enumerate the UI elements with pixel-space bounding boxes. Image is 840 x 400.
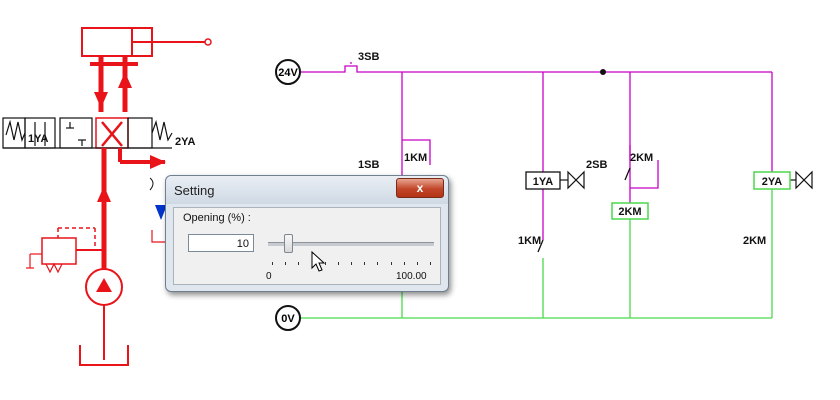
supply-node-24v[interactable]: 24V (275, 59, 301, 85)
slider-tick (298, 262, 299, 265)
opening-value-input[interactable]: 10 (188, 234, 254, 252)
slider-thumb[interactable] (284, 234, 293, 253)
label-1km-bottom: 1KM (518, 235, 541, 247)
label-2sb: 2SB (586, 159, 607, 171)
slider-tick (338, 262, 339, 265)
slider-tick (377, 262, 378, 265)
slider-tick (404, 262, 405, 265)
hydraulic-pressure-lines (26, 148, 166, 366)
junction-dot (600, 69, 606, 75)
svg-text:24V: 24V (278, 67, 298, 79)
coil-2ya[interactable]: 2YA (753, 171, 791, 190)
dialog-title: Setting (174, 183, 215, 198)
label-1sb: 1SB (358, 159, 379, 171)
svg-text:2YA: 2YA (762, 176, 782, 188)
solenoid-label-1ya: 1YA (28, 133, 48, 145)
label-2km-bottom: 2KM (743, 235, 766, 247)
flow-arrow-icon (155, 205, 167, 220)
slider-max-label: 100.00 (396, 271, 427, 282)
slider-tick (325, 262, 326, 265)
solenoid-label-2ya: 2YA (175, 136, 195, 148)
slider-tick (417, 262, 418, 265)
label-3sb: 3SB (358, 51, 379, 63)
close-icon: x (416, 181, 424, 195)
label-1km-top: 1KM (404, 152, 427, 164)
slider-tick (430, 262, 431, 265)
slider-tick (272, 262, 273, 265)
directional-valve[interactable] (2, 117, 173, 149)
slider-tick (351, 262, 352, 265)
close-button[interactable]: x (396, 178, 444, 198)
dialog-titlebar[interactable]: Setting x (166, 176, 448, 204)
svg-text:0V: 0V (281, 313, 295, 325)
coil-1ya[interactable]: 1YA (525, 171, 561, 190)
svg-text:1YA: 1YA (533, 176, 553, 188)
slider-min-label: 0 (266, 271, 272, 282)
slider-tick (391, 262, 392, 265)
opening-label: Opening (%) : (183, 212, 251, 224)
slider-tick (364, 262, 365, 265)
mouse-cursor-icon (311, 251, 326, 272)
slider-ticks (272, 262, 431, 266)
setting-dialog: Setting x Opening (%) : 10 0 100.00 (165, 175, 449, 292)
hydraulic-circuit (81, 27, 212, 112)
tank-icon (79, 345, 129, 366)
label-2km-top: 2KM (630, 152, 653, 164)
slider-tick (285, 262, 286, 265)
opening-slider[interactable] (268, 232, 434, 268)
slider-track (268, 242, 434, 246)
svg-text:2KM: 2KM (618, 206, 641, 218)
coil-2km[interactable]: 2KM (611, 202, 649, 220)
dialog-panel: Opening (%) : 10 0 100.00 (173, 207, 441, 285)
supply-node-0v[interactable]: 0V (275, 305, 301, 331)
